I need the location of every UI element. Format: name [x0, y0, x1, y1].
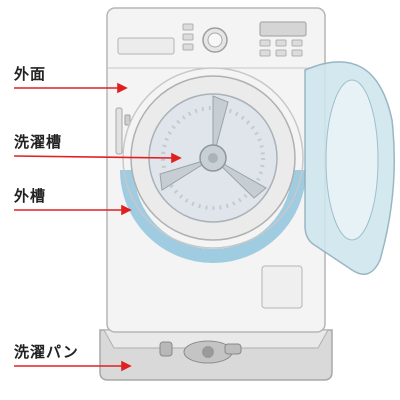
- drain-fitting-icon: [159, 340, 242, 364]
- control-knob-icon: [202, 27, 228, 53]
- label-washing-pan: 洗濯パン: [14, 343, 79, 361]
- open-door: [304, 61, 395, 275]
- label-washing-tub: 洗濯槽: [14, 133, 63, 151]
- washing-tub: [130, 75, 296, 241]
- label-outer-tub: 外槽: [14, 187, 47, 205]
- label-outer-surface: 外面: [14, 65, 47, 83]
- washing-pan: [99, 329, 333, 381]
- arrows: [13, 82, 182, 372]
- arrow-washing-tub: [13, 155, 175, 159]
